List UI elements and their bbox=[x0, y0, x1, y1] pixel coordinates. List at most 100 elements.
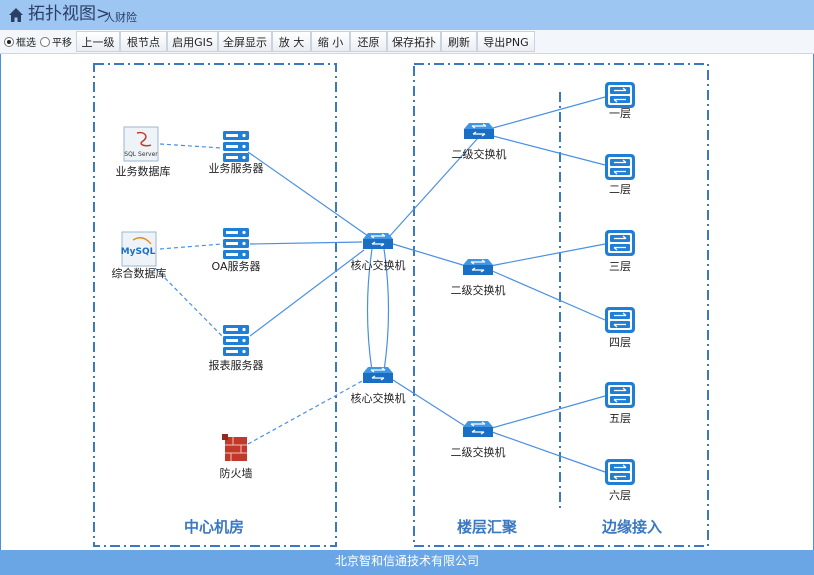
breadcrumb-current[interactable]: 人财险 bbox=[104, 11, 137, 24]
access-switch-icon bbox=[604, 381, 636, 409]
zone-center-label: 中心机房 bbox=[184, 518, 244, 536]
up-level-button[interactable]: 上一级 bbox=[76, 31, 120, 52]
footer-company: 北京智和信通技术有限公司 bbox=[334, 554, 479, 568]
label-report-server: 报表服务器 bbox=[209, 358, 264, 372]
label-business-server: 业务服务器 bbox=[209, 162, 264, 175]
reset-button[interactable]: 还原 bbox=[350, 31, 387, 52]
server-icon bbox=[223, 228, 249, 259]
label-core-switch-1: 核心交换机 bbox=[351, 258, 406, 272]
link-agg3-floor6 bbox=[491, 431, 606, 473]
zone-aggregation-label: 楼层汇聚 bbox=[457, 518, 518, 536]
link-agg1-floor2 bbox=[492, 135, 606, 166]
label-floor-2: 二层 bbox=[609, 183, 631, 196]
link-core1-agg1 bbox=[387, 137, 479, 239]
save-topology-button[interactable]: 保存拓扑 bbox=[387, 31, 441, 52]
node-firewall[interactable] bbox=[222, 434, 247, 461]
mode-pan-radio[interactable]: 平移 bbox=[40, 34, 72, 49]
label-floor-6: 六层 bbox=[609, 489, 631, 502]
switch-icon bbox=[362, 366, 394, 384]
link-core2-agg3 bbox=[392, 379, 469, 429]
link-oasrv-core1 bbox=[249, 241, 363, 245]
label-floor-1: 一层 bbox=[609, 107, 631, 120]
access-switch-icon bbox=[604, 458, 636, 486]
node-core-switch-2[interactable] bbox=[362, 366, 394, 384]
zone-aggregation-edge-box bbox=[413, 63, 709, 547]
label-floor-5: 五层 bbox=[609, 412, 631, 425]
page-title-text: 拓扑视图 bbox=[28, 4, 96, 24]
node-business-db[interactable]: SQL Server bbox=[123, 126, 159, 162]
root-node-button[interactable]: 根节点 bbox=[120, 31, 167, 52]
switch-icon bbox=[462, 258, 494, 276]
label-floor-3: 三层 bbox=[609, 260, 631, 273]
zone-edge-label: 边缘接入 bbox=[601, 518, 662, 536]
sqlserver-logo-text: SQL Server bbox=[124, 151, 158, 158]
radio-selected-icon bbox=[4, 36, 14, 47]
label-oa-server: OA服务器 bbox=[212, 260, 261, 273]
access-switch-icon bbox=[604, 229, 636, 257]
firewall-icon bbox=[222, 434, 247, 461]
refresh-button[interactable]: 刷新 bbox=[441, 31, 477, 52]
access-switch-icon bbox=[604, 306, 636, 334]
footer: 北京智和信通技术有限公司 bbox=[0, 550, 814, 575]
node-floor-1[interactable] bbox=[604, 81, 636, 109]
mode-pan-label: 平移 bbox=[52, 38, 72, 49]
link-agg2-floor3 bbox=[489, 243, 606, 267]
link-agg1-floor1 bbox=[492, 96, 606, 129]
title-bar: 拓扑视图> 人财险 bbox=[0, 0, 814, 30]
mode-select-radio[interactable]: 框选 bbox=[4, 34, 36, 49]
page-title: 拓扑视图> bbox=[28, 3, 110, 25]
link-core1-core2-a bbox=[366, 248, 373, 372]
node-business-server[interactable] bbox=[223, 131, 249, 162]
link-gendb-reportsrv bbox=[154, 267, 223, 337]
node-floor-2[interactable] bbox=[604, 153, 636, 181]
label-core-switch-2: 核心交换机 bbox=[351, 391, 406, 405]
link-gendb-oasrv bbox=[159, 243, 223, 250]
node-floor-3[interactable] bbox=[604, 229, 636, 257]
node-agg-switch-1[interactable] bbox=[463, 122, 495, 140]
server-icon bbox=[223, 131, 249, 162]
label-agg-switch-3: 二级交换机 bbox=[451, 445, 506, 459]
enable-gis-button[interactable]: 启用GIS bbox=[167, 31, 218, 52]
node-agg-switch-3[interactable] bbox=[462, 420, 494, 438]
export-png-button[interactable]: 导出PNG bbox=[477, 31, 535, 52]
zoom-out-button[interactable]: 缩 小 bbox=[311, 31, 350, 52]
toolbar: 框选 平移 上一级 根节点 启用GIS 全屏显示 放 大 缩 小 还原 保存拓扑… bbox=[0, 30, 814, 54]
mysql-logo-text: MySQL bbox=[121, 247, 156, 257]
link-agg2-floor4 bbox=[489, 269, 606, 321]
link-core1-core2-b bbox=[383, 248, 390, 372]
switch-icon bbox=[463, 122, 495, 140]
radio-unselected-icon bbox=[40, 36, 50, 47]
access-switch-icon bbox=[604, 81, 636, 109]
label-firewall: 防火墙 bbox=[220, 466, 253, 480]
access-switch-icon bbox=[604, 153, 636, 181]
node-report-server[interactable] bbox=[223, 325, 249, 356]
server-icon bbox=[223, 325, 249, 356]
label-general-db: 综合数据库 bbox=[112, 266, 167, 280]
node-floor-4[interactable] bbox=[604, 306, 636, 334]
link-bizdb-bizsrv bbox=[159, 143, 223, 149]
node-floor-6[interactable] bbox=[604, 458, 636, 486]
link-reportsrv-core1 bbox=[249, 249, 365, 337]
link-bizsrv-core1 bbox=[247, 151, 369, 237]
fullscreen-button[interactable]: 全屏显示 bbox=[218, 31, 272, 52]
node-floor-5[interactable] bbox=[604, 381, 636, 409]
mode-select-label: 框选 bbox=[16, 38, 36, 49]
zone-center-box bbox=[93, 63, 337, 547]
node-core-switch-1[interactable] bbox=[362, 232, 394, 250]
link-firewall-core2 bbox=[247, 379, 365, 445]
node-agg-switch-2[interactable] bbox=[462, 258, 494, 276]
switch-icon bbox=[462, 420, 494, 438]
switch-icon bbox=[362, 232, 394, 250]
link-agg3-floor5 bbox=[491, 395, 606, 429]
node-oa-server[interactable] bbox=[223, 228, 249, 259]
home-icon[interactable] bbox=[8, 7, 24, 23]
label-business-db: 业务数据库 bbox=[116, 164, 171, 178]
breadcrumb-separator: > bbox=[96, 4, 111, 24]
label-floor-4: 四层 bbox=[609, 336, 631, 349]
label-agg-switch-2: 二级交换机 bbox=[451, 283, 506, 297]
zoom-in-button[interactable]: 放 大 bbox=[272, 31, 311, 52]
node-general-db[interactable]: MySQL bbox=[121, 231, 157, 267]
label-agg-switch-1: 二级交换机 bbox=[452, 147, 507, 161]
link-core1-agg2 bbox=[392, 243, 467, 267]
